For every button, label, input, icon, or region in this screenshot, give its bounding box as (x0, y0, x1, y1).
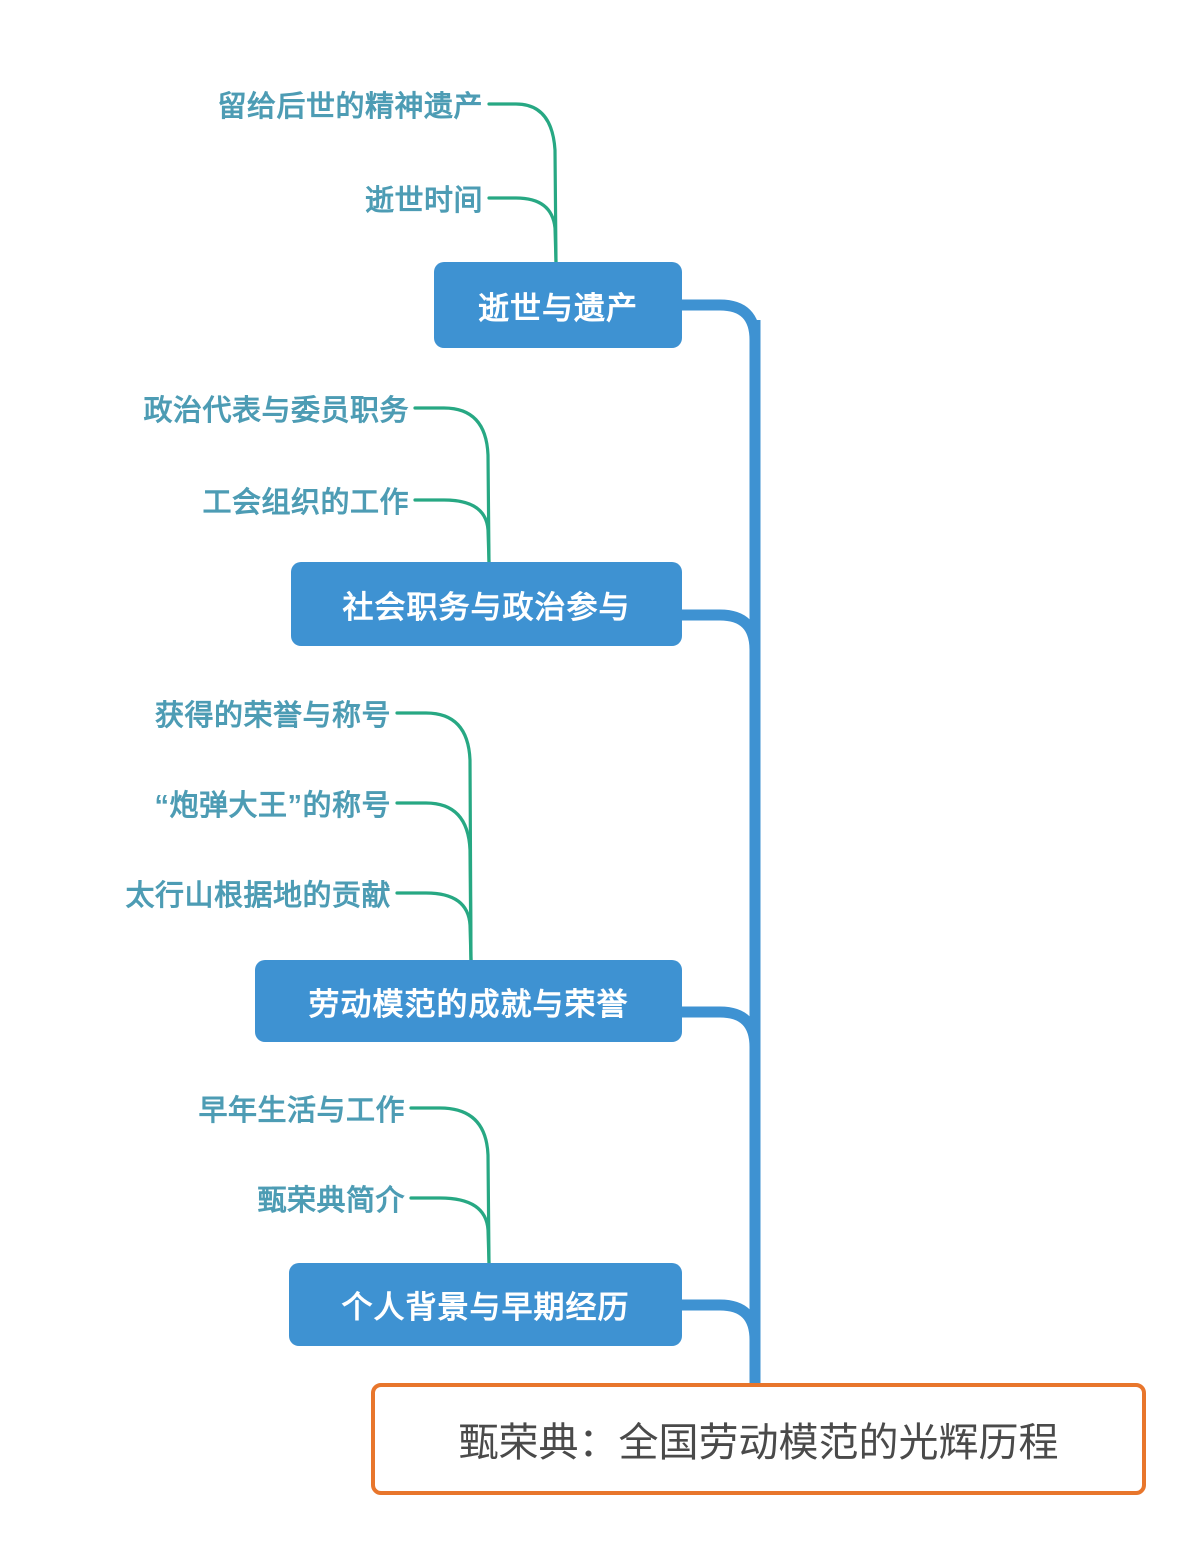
leaf-line-honors-titles (395, 711, 473, 962)
leaf-label-intro[interactable]: 甄荣典简介 (257, 1185, 405, 1217)
leaf-label-death-date[interactable]: 逝世时间 (364, 185, 483, 217)
leaf-label-taihang-base[interactable]: 太行山根据地的贡献 (125, 880, 391, 912)
branch-node-death-legacy[interactable]: 逝世与遗产 (434, 262, 682, 348)
leaf-line-shell-king (395, 801, 473, 962)
trunk-arm-3 (676, 1006, 761, 1048)
leaf-label-spiritual-legacy[interactable]: 留给后世的精神遗产 (217, 91, 483, 123)
leaf-line-early-life (409, 1106, 491, 1265)
trunk-arm-4 (676, 1299, 761, 1341)
leaf-line-intro (409, 1196, 491, 1265)
leaf-line-death-date (487, 196, 558, 264)
leaf-line-spiritual-legacy (487, 102, 558, 264)
root-node[interactable]: 甄荣典：全国劳动模范的光辉历程 (371, 1383, 1146, 1495)
trunk-arm-1 (676, 299, 761, 341)
leaf-label-early-life[interactable]: 早年生活与工作 (198, 1095, 405, 1127)
trunk-connectors (676, 299, 761, 1383)
branch-node-social-political[interactable]: 社会职务与政治参与 (291, 562, 682, 646)
leaf-line-political-rep (413, 406, 491, 564)
branch-node-labor-model[interactable]: 劳动模范的成就与荣誉 (255, 960, 682, 1042)
leaf-line-union-work (413, 498, 491, 564)
leaf-label-union-work[interactable]: 工会组织的工作 (202, 487, 409, 519)
leaf-label-shell-king[interactable]: “炮弹大王”的称号 (154, 790, 391, 822)
leaf-label-political-rep[interactable]: 政治代表与委员职务 (143, 395, 409, 427)
branch-node-background-early[interactable]: 个人背景与早期经历 (289, 1263, 682, 1346)
leaf-label-honors-titles[interactable]: 获得的荣誉与称号 (154, 700, 391, 732)
trunk-arm-2 (676, 609, 761, 651)
leaf-line-taihang-base (395, 891, 473, 962)
